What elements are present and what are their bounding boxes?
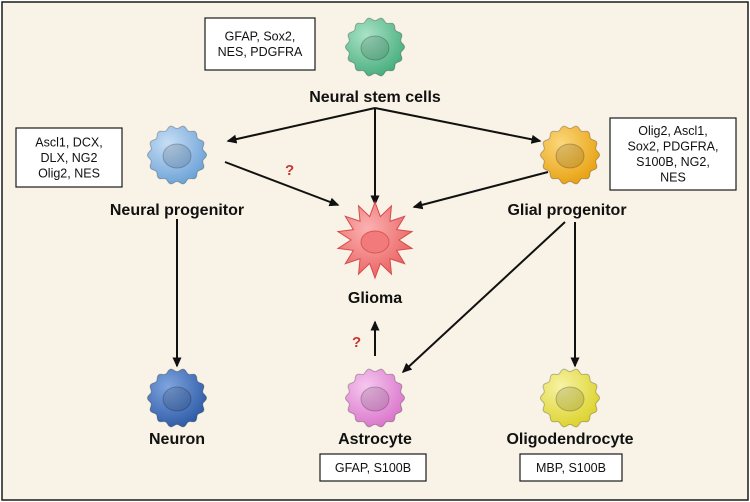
neural-progenitor-label: Neural progenitor (110, 202, 244, 219)
glial-progenitor-marker-line: Sox2, PDGFRA, (628, 140, 719, 154)
oligodendrocyte-nucleus (555, 386, 585, 412)
arrow-glial-progenitor-to-glioma (412, 171, 549, 210)
neural-stem-nucleus (360, 35, 390, 61)
glial-progenitor-marker-box-border (609, 117, 737, 191)
arrow-glial-progenitor-to-astrocyte (401, 221, 566, 374)
neuron-body (146, 368, 208, 428)
neural-stem-marker-line: NES, PDGFRA (218, 45, 303, 59)
glial-progenitor-nucleus (555, 143, 585, 169)
neural-stem-marker-box-border (204, 17, 316, 71)
neural-progenitor-marker-line: DLX, NG2 (41, 151, 98, 165)
glial-progenitor-body (539, 125, 601, 185)
neural-progenitor-marker-box-border (15, 127, 123, 188)
neural-progenitor-body (146, 125, 208, 185)
neuron-nucleus (162, 386, 192, 412)
neuron-label: Neuron (149, 431, 205, 448)
astrocyte-label: Astrocyte (338, 431, 412, 448)
glial-progenitor-cell (539, 125, 601, 185)
neural-progenitor-cell (146, 125, 208, 185)
oligodendrocyte-body (539, 368, 601, 428)
glioma-cell (336, 200, 414, 280)
neural-stem-body (344, 17, 406, 77)
neural-stem-marker-line: GFAP, Sox2, (225, 30, 296, 44)
astrocyte-marker-box-border (319, 453, 427, 482)
astrocyte-marker-box: GFAP, S100B (319, 453, 427, 482)
arrows (172, 107, 580, 374)
marker-boxes: GFAP, Sox2,NES, PDGFRA Ascl1, DCX, DLX, NG… (15, 17, 737, 482)
astrocyte-nucleus (360, 386, 390, 412)
neural-progenitor-marker-line: Olig2, NES (38, 166, 100, 180)
glioma-nucleus (360, 230, 390, 254)
oligodendrocyte-marker-box-border (519, 453, 623, 482)
oligodendrocyte-cell (539, 368, 601, 428)
neural-stem-label: Neural stem cells (309, 89, 441, 106)
oligodendrocyte-marker-line: MBP, S100B (536, 461, 606, 475)
astrocyte-marker-line: GFAP, S100B (335, 461, 411, 475)
glial-progenitor-marker-box: Olig2, Ascl1, Sox2, PDGFRA,S100B, NG2, NES (609, 117, 737, 191)
arrow-neural-progenitor-to-glioma (224, 161, 340, 207)
arrow-neural-stem-to-neural-progenitor (226, 107, 376, 144)
glial-progenitor-marker-line: S100B, NG2, (636, 155, 710, 169)
oligodendrocyte-label: Oligodendrocyte (506, 431, 633, 448)
uncertain-question-mark: ? (285, 162, 294, 179)
astrocyte-body (344, 368, 406, 428)
uncertain-question-mark: ? (352, 334, 361, 351)
cells (146, 17, 601, 428)
glial-progenitor-marker-line: NES (660, 171, 686, 185)
arrow-neural-stem-to-glial-progenitor (374, 107, 542, 144)
neural-progenitor-nucleus (162, 143, 192, 169)
neural-stem-cell (344, 17, 406, 77)
astrocyte-cell (344, 368, 406, 428)
glioma-label: Glioma (348, 290, 402, 307)
oligodendrocyte-marker-box: MBP, S100B (519, 453, 623, 482)
neural-progenitor-marker-line: Ascl1, DCX, (35, 135, 102, 149)
glial-progenitor-label: Glial progenitor (507, 202, 626, 219)
neuron-cell (146, 368, 208, 428)
neural-stem-marker-box: GFAP, Sox2,NES, PDGFRA (204, 17, 316, 71)
glial-progenitor-marker-line: Olig2, Ascl1, (638, 124, 707, 138)
